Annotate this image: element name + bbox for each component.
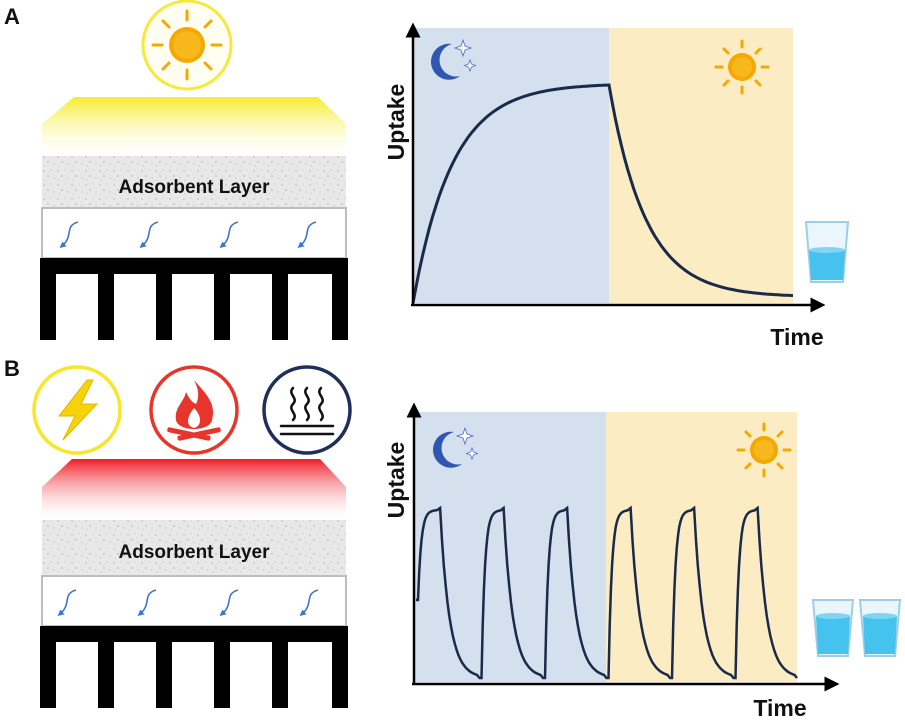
night-phase-region xyxy=(413,28,609,303)
heater-layer-electric xyxy=(42,459,346,520)
adsorbent-layer-label: Adsorbent Layer xyxy=(119,177,271,198)
uptake-chart-b: Uptake Time xyxy=(383,402,902,720)
moon-stars-icon xyxy=(433,426,479,468)
sun-icon xyxy=(714,39,770,95)
y-axis-label: Uptake xyxy=(383,84,409,161)
heater-layer-solar xyxy=(42,97,346,156)
uptake-curve xyxy=(411,83,794,304)
panel-letter: A xyxy=(4,4,20,29)
sun-icon xyxy=(141,0,233,91)
uptake-chart-a: Uptake Time xyxy=(383,22,850,350)
condenser-fins xyxy=(40,626,348,708)
condensation-chamber xyxy=(41,207,347,259)
droplet-arrows xyxy=(59,221,317,249)
droplet-arrows xyxy=(57,589,319,617)
uptake-cycles-curve xyxy=(416,505,798,680)
adsorbent-layer-label: Adsorbent Layer xyxy=(119,542,271,563)
panel-letter: B xyxy=(4,356,20,381)
x-axis-label: Time xyxy=(753,695,806,720)
condensation-chamber xyxy=(41,575,347,627)
water-glass-icon xyxy=(804,221,850,283)
water-glass-icon xyxy=(811,599,855,657)
adsorbent-layer xyxy=(42,156,346,208)
condenser-fins xyxy=(40,258,348,340)
droplet-arrow xyxy=(139,221,159,249)
flame-icon xyxy=(149,365,239,455)
droplet-arrow xyxy=(137,589,157,617)
droplet-arrow xyxy=(219,589,239,617)
day-phase-region xyxy=(609,28,793,303)
night-phase-region xyxy=(414,412,606,682)
lightning-icon xyxy=(32,365,122,455)
droplet-arrow xyxy=(59,221,79,249)
x-axis-label: Time xyxy=(770,324,823,350)
sun-icon xyxy=(736,422,792,478)
droplet-arrow xyxy=(299,589,319,617)
water-glass-icon xyxy=(858,599,902,657)
y-axis-label: Uptake xyxy=(383,442,409,519)
droplet-arrow xyxy=(57,589,77,617)
heat-waves-icon xyxy=(262,365,352,455)
droplet-arrow xyxy=(297,221,317,249)
panel-b: B Adsorbent Layer xyxy=(4,356,902,720)
adsorbent-layer xyxy=(42,520,346,576)
panel-a: A Adsorbent Layer xyxy=(4,0,850,350)
moon-stars-icon xyxy=(431,38,477,80)
droplet-arrow xyxy=(219,221,239,249)
